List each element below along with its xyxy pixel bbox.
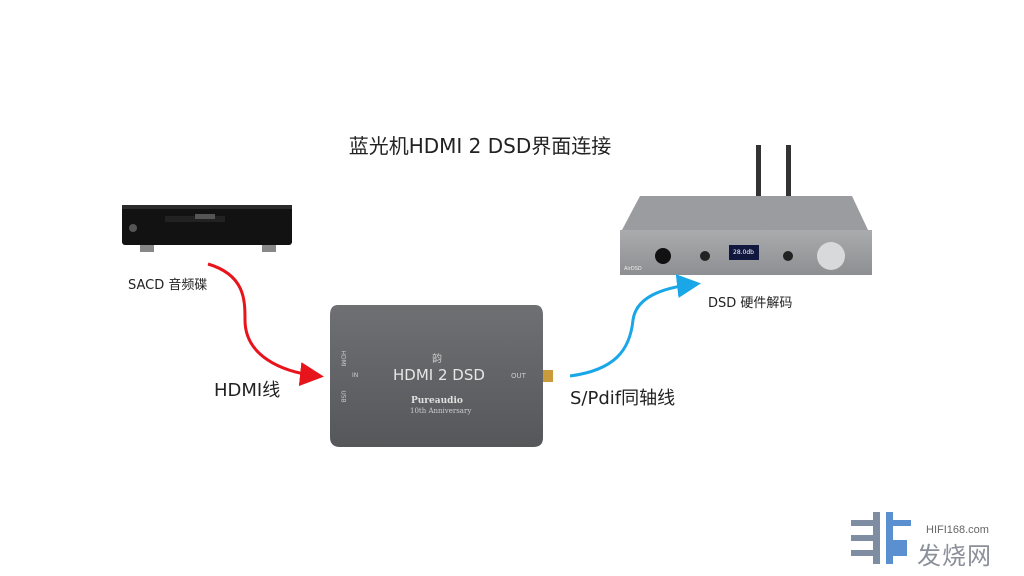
converter-port-usb: USB <box>339 390 347 403</box>
diagram-title: 蓝光机HDMI 2 DSD界面连接 <box>348 134 612 158</box>
converter-name: HDMI 2 DSD <box>393 366 485 384</box>
watermark-url: HIFI168.com <box>926 524 989 536</box>
hdmi-cable-label: HDMI线 <box>214 380 281 401</box>
spdif-cable-arrow <box>569 274 701 378</box>
watermark-name: 发烧网 <box>917 542 992 570</box>
dsd-decoder-image <box>620 145 872 275</box>
hdmi2dsd-converter-image: 韵 <box>330 305 553 447</box>
watermark-logo-icon <box>851 512 911 564</box>
converter-port-in: IN <box>352 372 359 379</box>
converter-port-hdmi: HDMI <box>339 350 347 367</box>
decoder-model: AirDSD <box>624 266 642 272</box>
svg-text:韵: 韵 <box>432 352 442 365</box>
spdif-cable-label: S/Pdif同轴线 <box>570 388 676 409</box>
decoder-label: DSD 硬件解码 <box>708 296 793 311</box>
sacd-label: SACD 音频碟 <box>128 278 208 293</box>
converter-edition: 10th Anniversary <box>410 407 472 415</box>
hdmi-cable-arrow <box>207 262 324 387</box>
converter-port-out: OUT <box>511 372 526 380</box>
sacd-player-image <box>122 205 292 252</box>
converter-brand: Pureaudio <box>411 396 463 406</box>
decoder-display: 28.0db <box>733 249 754 256</box>
